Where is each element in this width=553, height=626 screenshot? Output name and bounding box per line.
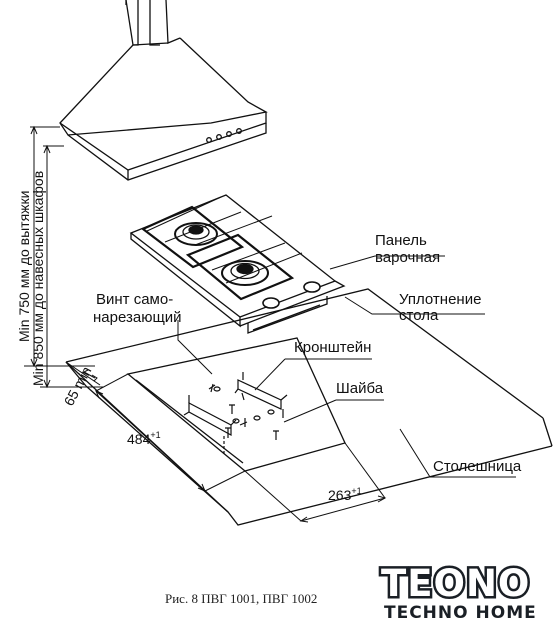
cutout-width-value: 484 [127,431,151,447]
gas-hob [129,194,346,334]
logo-tagline-text: TECHNO HOME [384,603,537,623]
screw-label-line1: Винт само- [96,291,173,308]
leader-lines [177,255,516,478]
washer-label: Шайба [336,380,384,397]
logo-brand-text: TEONO [381,562,530,605]
panel-label-line2: варочная [375,249,440,266]
countertop-dimension-lines [65,361,387,523]
cutout-width-label: 484+1 [127,430,161,447]
cutout-depth-label: 263+1 [328,486,362,503]
cutout-width-tolerance: +1 [150,430,160,440]
seal-label-line2: стола [399,307,439,324]
cutout-depth-tolerance: +1 [351,486,361,496]
brackets-and-screws [183,372,288,454]
hood-distance-label: Min 750 мм до вытяжки [16,191,32,342]
figure-caption: Рис. 8 ПВГ 1001, ПВГ 1002 [165,591,317,606]
cabinet-distance-label: Min 850 мм до навесных шкафов [30,171,46,386]
edge-distance-label: 65 min [61,364,95,409]
countertop-label: Столешница [433,458,522,475]
bracket-label: Кронштейн [294,339,371,356]
range-hood [59,0,268,181]
screw-label-line2: нарезающий [93,309,182,326]
seal-label-line1: Уплотнение [399,291,481,308]
teono-logo: TEONO TECHNO HOME [378,557,550,623]
panel-label-line1: Панель [375,232,427,249]
cutout-depth-value: 263 [328,487,352,503]
